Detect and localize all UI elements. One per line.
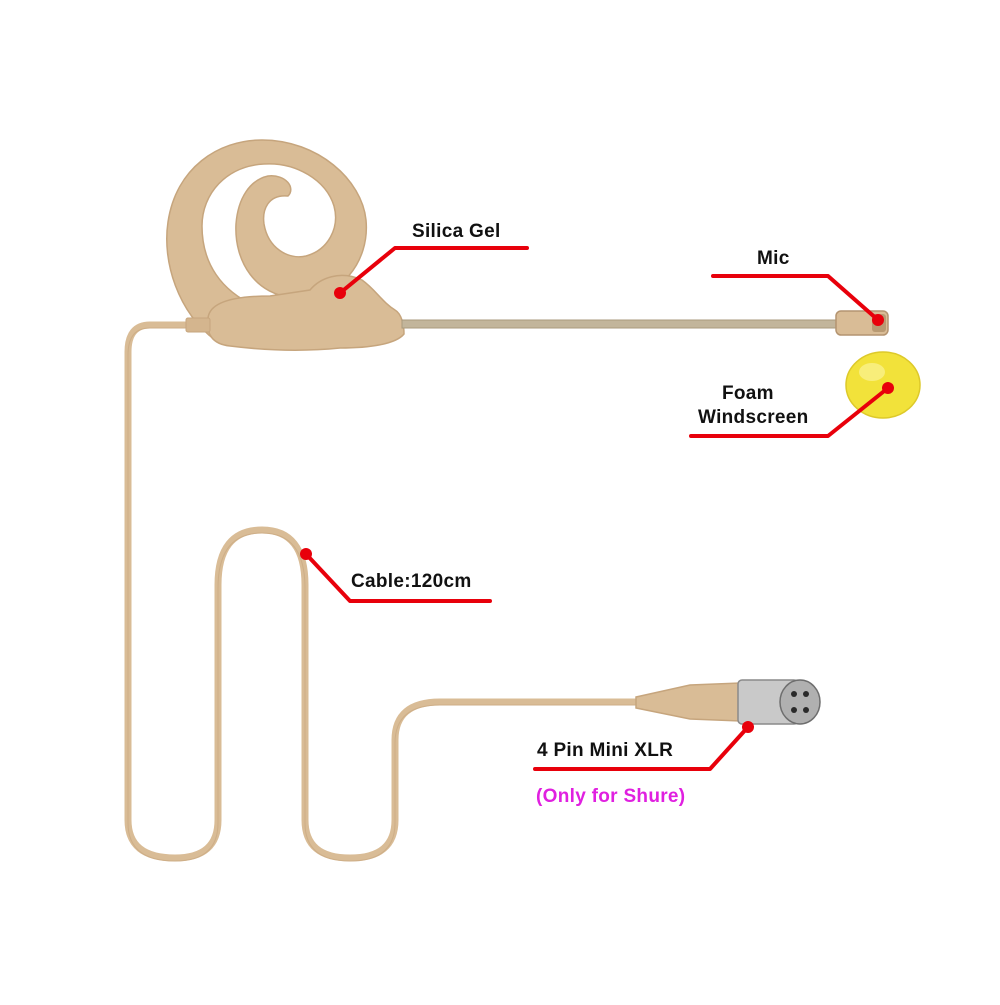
cable	[124, 321, 644, 862]
cable-edge	[127, 327, 641, 862]
xlr-pin	[803, 707, 809, 713]
boom-arm	[401, 319, 839, 329]
callout-line-silica-gel	[338, 246, 529, 295]
callout-line-cable	[304, 552, 492, 603]
xlr-pin	[803, 691, 809, 697]
callout-line-foam	[689, 386, 890, 438]
label-windscreen: Windscreen	[698, 407, 809, 428]
callout-line-mic	[711, 274, 880, 322]
label-connector-note: (Only for Shure)	[536, 786, 686, 807]
callout-line-connector	[533, 725, 750, 771]
callout-dot-silica-gel	[334, 287, 346, 299]
callout-dot-mic	[872, 314, 884, 326]
cable-strain-relief	[185, 317, 211, 333]
label-connector: 4 Pin Mini XLR	[537, 740, 674, 761]
xlr-face	[779, 679, 821, 725]
label-mic: Mic	[757, 248, 790, 269]
callout-dot-foam	[882, 382, 894, 394]
xlr-pin	[791, 707, 797, 713]
label-silica-gel: Silica Gel	[412, 221, 501, 242]
label-foam: Foam	[722, 383, 774, 404]
xlr-boot	[635, 682, 741, 722]
foam-highlight	[859, 363, 885, 381]
xlr-pin	[791, 691, 797, 697]
callout-dot-cable	[300, 548, 312, 560]
callout-dot-connector	[742, 721, 754, 733]
label-cable: Cable:120cm	[351, 571, 472, 592]
